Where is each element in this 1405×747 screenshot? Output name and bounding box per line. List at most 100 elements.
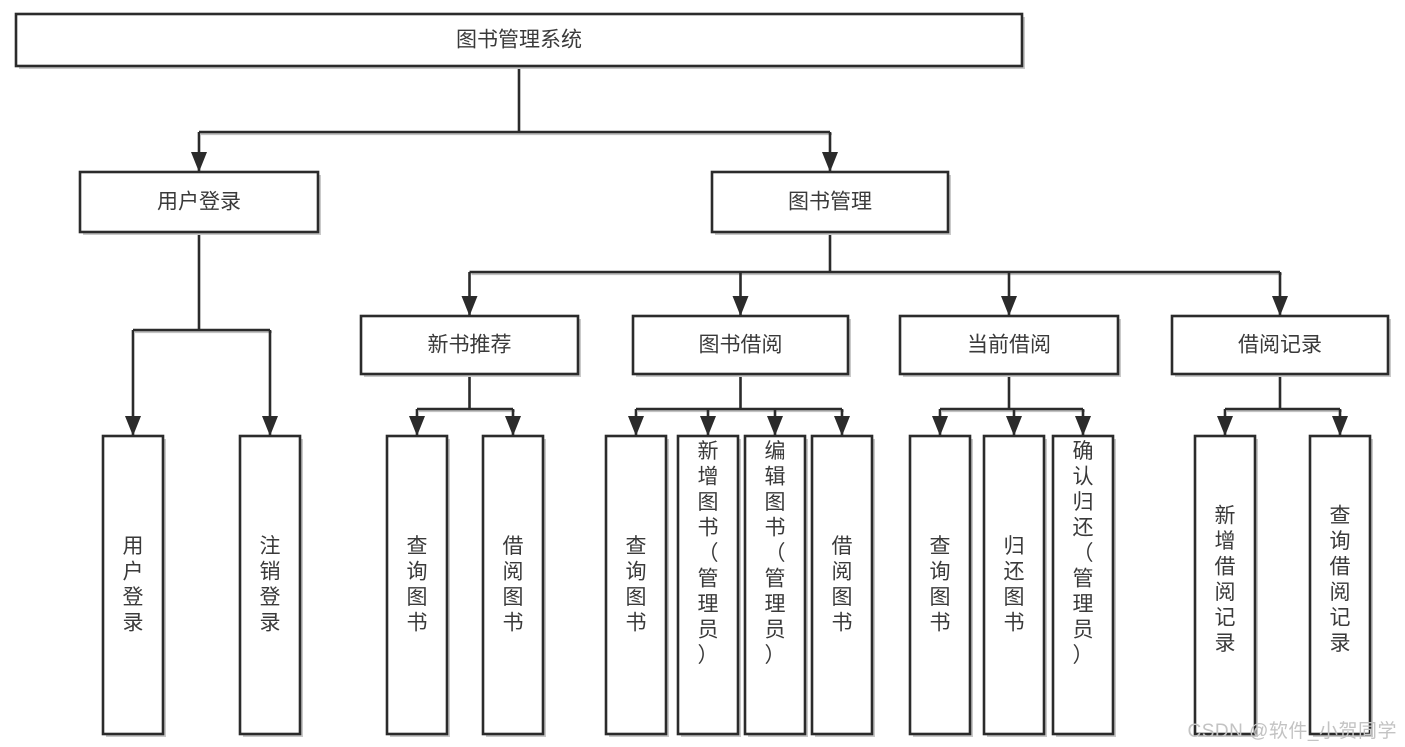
box-outline — [481, 434, 545, 736]
box-outline — [982, 434, 1046, 736]
box-outline — [101, 434, 165, 736]
box-outline — [604, 434, 668, 736]
node-label-char: ） — [765, 644, 786, 667]
node-label-char: 认 — [1073, 466, 1094, 489]
box-outline — [1051, 434, 1115, 736]
node-图书管理[interactable]: 图书管理 — [710, 170, 951, 235]
node-借阅记录[interactable]: 借阅记录 — [1170, 314, 1391, 377]
arrow-head — [461, 296, 478, 316]
node-当前借阅[interactable]: 当前借阅 — [898, 314, 1121, 377]
node-label-char: 管 — [1073, 568, 1094, 591]
node-label-char: 图 — [1004, 586, 1025, 609]
box-outline — [78, 170, 320, 234]
node-label-char: 理 — [765, 593, 786, 616]
node-label-char: 记 — [1330, 607, 1351, 630]
node-label: 图书借阅 — [699, 334, 783, 357]
node-label-char: 注 — [260, 535, 281, 558]
box-outline — [710, 170, 950, 234]
node-label-char: 书 — [503, 612, 524, 635]
node-label-char: 书 — [1004, 612, 1025, 635]
node-label-char: 查 — [407, 535, 428, 558]
arrow-head — [125, 416, 141, 436]
box-outline — [908, 434, 972, 736]
arrow-head — [262, 416, 278, 436]
node-label-char: 录 — [1215, 632, 1236, 655]
node-label-char: 录 — [260, 612, 281, 635]
node-label-char: 辑 — [765, 466, 786, 489]
node-label-char: 询 — [407, 561, 428, 584]
node-label-char: 管 — [765, 568, 786, 591]
arrow-head — [932, 416, 948, 436]
node-label-char: 询 — [1330, 530, 1351, 553]
node-label-char: 登 — [123, 586, 144, 609]
node-label: 借阅记录 — [1238, 334, 1322, 357]
node-图书借阅[interactable]: 图书借阅 — [631, 314, 851, 377]
arrow-head — [767, 416, 783, 436]
node-label-char: 归 — [1073, 491, 1094, 514]
node-label-char: 阅 — [1215, 581, 1236, 604]
node-label-char: （ — [698, 542, 719, 565]
node-label-char: 记 — [1215, 607, 1236, 630]
node-label-char: 图 — [698, 491, 719, 514]
node-label-char: 管 — [698, 568, 719, 591]
node-label-char: 销 — [260, 561, 281, 584]
node-label-char: 书 — [698, 517, 719, 540]
arrow-head — [732, 296, 749, 316]
node-label-char: 询 — [626, 561, 647, 584]
node-label-char: 借 — [1330, 556, 1351, 579]
node-label-char: 还 — [1073, 517, 1094, 540]
node-label-char: 图 — [832, 586, 853, 609]
arrow-head — [1006, 416, 1022, 436]
node-label: 当前借阅 — [967, 334, 1051, 357]
arrow-head — [409, 416, 425, 436]
node-label-char: ） — [1073, 644, 1094, 667]
box-outline — [1193, 434, 1257, 736]
node-label-char: 书 — [765, 517, 786, 540]
node-label-char: 图 — [930, 586, 951, 609]
node-label-char: 登 — [260, 586, 281, 609]
box-outline — [1308, 434, 1372, 736]
node-label-char: 户 — [123, 561, 144, 584]
node-label-char: 用 — [123, 535, 144, 558]
box-outline — [631, 314, 850, 376]
node-label-char: （ — [765, 542, 786, 565]
node-label: 图书管理 — [788, 191, 872, 214]
node-root-图书管理系统[interactable]: 图书管理系统 — [14, 12, 1025, 69]
arrow-head — [1332, 416, 1348, 436]
node-用户登录[interactable]: 用户登录 — [78, 170, 321, 235]
node-label-char: 查 — [1330, 505, 1351, 528]
watermark-text: CSDN @软件_小贺同学 — [1187, 721, 1397, 742]
node-label-char: 图 — [626, 586, 647, 609]
node-label-char: 查 — [626, 535, 647, 558]
arrow-head — [834, 416, 850, 436]
connectors-layer — [125, 66, 1348, 436]
box-outline — [1170, 314, 1390, 376]
arrow-head — [505, 416, 521, 436]
node-leaf-user-login[interactable]: 用户登录 — [101, 434, 166, 737]
node-label: 新书推荐 — [428, 334, 512, 357]
arrow-head — [191, 152, 207, 172]
node-label-char: 书 — [930, 612, 951, 635]
box-outline — [743, 434, 807, 736]
node-label-char: 归 — [1004, 535, 1025, 558]
box-outline — [810, 434, 874, 736]
arrow-head — [628, 416, 644, 436]
node-label-char: 借 — [1215, 556, 1236, 579]
node-新书推荐[interactable]: 新书推荐 — [359, 314, 581, 377]
box-outline — [14, 12, 1024, 68]
node-label-char: 编 — [765, 440, 786, 463]
node-label-char: 阅 — [503, 561, 524, 584]
